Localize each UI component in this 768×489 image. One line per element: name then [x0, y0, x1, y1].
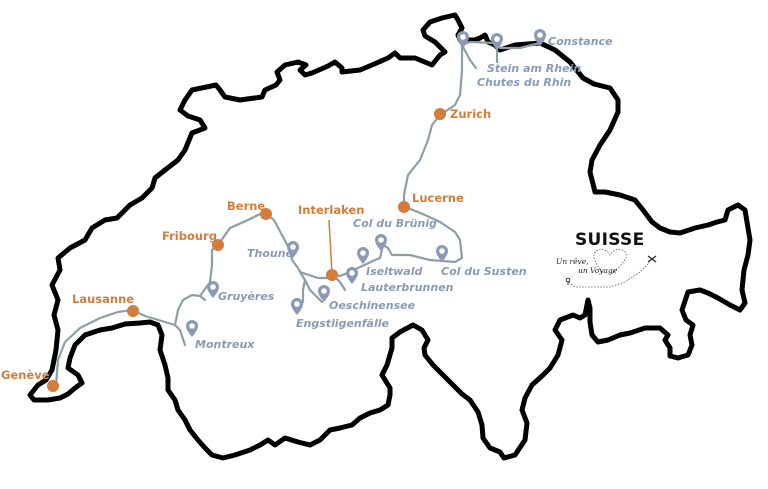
map-pin-icon-lauterbrunnen[interactable] [346, 267, 358, 284]
poi-label-oeschinensee: Oeschinensee [329, 299, 416, 312]
poi-label-col-du-brunig: Col du Brünig [353, 217, 437, 230]
poi-label-constance: Constance [548, 35, 613, 48]
poi-label-chutes-du-rhin: Chutes du Rhin [477, 76, 572, 89]
poi-label-stein-am-rhein: Stein am Rhein [487, 62, 582, 75]
tagline-line-2: un Voyage [578, 266, 618, 275]
city-marker-zurich[interactable] [434, 108, 446, 120]
poi-label-engstligenfalle: Engstligenfälle [296, 317, 389, 330]
map-pin-icon-col-du-brunig[interactable] [375, 234, 387, 251]
country-border [27, 12, 753, 461]
city-label-lucerne: Lucerne [412, 191, 464, 205]
travel-routes [54, 40, 542, 387]
interlaken-connector [328, 219, 333, 275]
city-label-fribourg: Fribourg [162, 229, 217, 243]
tagline-line-1: Un rêve, [556, 257, 589, 266]
city-label-berne: Berne [227, 199, 266, 213]
tagline-decoration [568, 248, 651, 288]
map-title: SUISSE [575, 230, 645, 250]
city-marker-geneve[interactable] [47, 380, 59, 392]
poi-label-montreux: Montreux [195, 338, 255, 351]
city-marker-lausanne[interactable] [127, 305, 139, 317]
map-pin-icon-engstligenfalle[interactable] [291, 298, 303, 315]
city-marker-lucerne[interactable] [398, 201, 410, 213]
city-markers [47, 108, 446, 392]
airplane-icon [647, 255, 657, 263]
city-marker-interlaken[interactable] [326, 269, 338, 281]
city-label-zurich: Zurich [450, 107, 492, 121]
city-label-lausanne: Lausanne [72, 292, 135, 306]
poi-label-col-du-susten: Col du Susten [441, 265, 527, 278]
tagline-pin-icon [565, 277, 571, 285]
poi-label-gruyeres: Gruyères [218, 290, 275, 303]
map-pin-icon-chutes-du-rhin[interactable] [457, 31, 469, 48]
city-label-interlaken: Interlaken [298, 203, 365, 217]
city-marker-berne[interactable] [260, 208, 272, 220]
map-pin-icon-iseltwald[interactable] [357, 247, 369, 264]
map-pin-icon-montreux[interactable] [186, 320, 198, 337]
poi-label-lauterbrunnen: Lauterbrunnen [361, 281, 454, 294]
poi-label-thoune: Thoune [247, 247, 294, 260]
city-label-geneve: Genève [1, 368, 50, 382]
map-pin-icon-col-du-susten[interactable] [436, 245, 448, 262]
city-marker-fribourg[interactable] [212, 239, 224, 251]
poi-label-iseltwald: Iseltwald [366, 265, 423, 278]
